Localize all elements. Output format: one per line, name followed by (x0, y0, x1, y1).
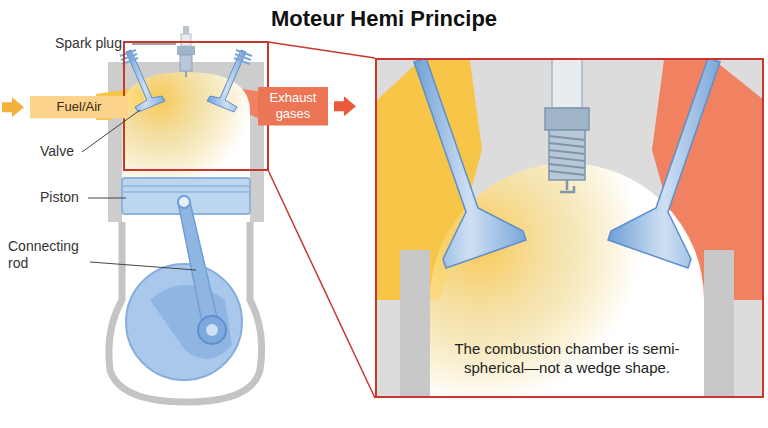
crank-pin (198, 316, 226, 344)
connecting-rod (178, 202, 220, 332)
cylinder-wall (400, 250, 430, 396)
intake-arrow: Fuel/Air (0, 96, 128, 118)
leader-line (90, 262, 196, 270)
crank-web (150, 285, 232, 359)
flow-arrowhead (334, 96, 356, 116)
leader-line (132, 44, 176, 45)
zoom-box: The combustion chamber is semi-spherical… (375, 58, 764, 398)
piston-pin (178, 196, 190, 208)
piston-ring (122, 185, 250, 187)
exhaust-arrow: Exhaust gases (258, 87, 358, 126)
combustion-chamber (122, 72, 250, 222)
spark-plug (545, 108, 589, 130)
spark-plug-electrode (560, 180, 574, 192)
part-label: Connecting rod (8, 238, 88, 272)
piston-ring (122, 191, 250, 193)
spark-plug (181, 34, 191, 46)
spark-plug (185, 71, 187, 77)
piston (122, 178, 250, 214)
intake-valve (414, 60, 526, 268)
zoom-line (268, 42, 375, 58)
valve-spring (120, 50, 138, 64)
part-label: Valve (40, 143, 80, 160)
flow-arrowhead (2, 97, 24, 117)
spark-plug (183, 26, 189, 34)
zoom-line (268, 170, 375, 398)
cylinder-block (108, 62, 264, 222)
flow-label: Fuel/Air (34, 99, 124, 115)
zoom-marker (124, 42, 268, 170)
spark-plug (549, 130, 585, 180)
cylinder-wall (704, 250, 734, 396)
crankcase (109, 222, 262, 402)
spark-plug (180, 55, 192, 71)
flow-label: Exhaust gases (262, 90, 324, 123)
crank-pin-center (206, 324, 218, 336)
caption-note: The combustion chamber is semi-spherical… (434, 340, 700, 378)
spark-plug (177, 46, 195, 55)
exhaust-valve (608, 60, 720, 268)
zoom-illustration (377, 60, 762, 396)
crankshaft (126, 264, 242, 380)
valve-spring (234, 50, 252, 64)
part-label: Piston (40, 189, 86, 206)
flow-band (258, 87, 328, 126)
spark-plug-thread (549, 136, 585, 175)
diagram-title: Moteur Hemi Principe (0, 6, 768, 32)
leader-line (88, 198, 126, 199)
spark-plug (552, 60, 582, 108)
flow-band (30, 96, 128, 118)
part-label: Spark plug (55, 35, 131, 52)
